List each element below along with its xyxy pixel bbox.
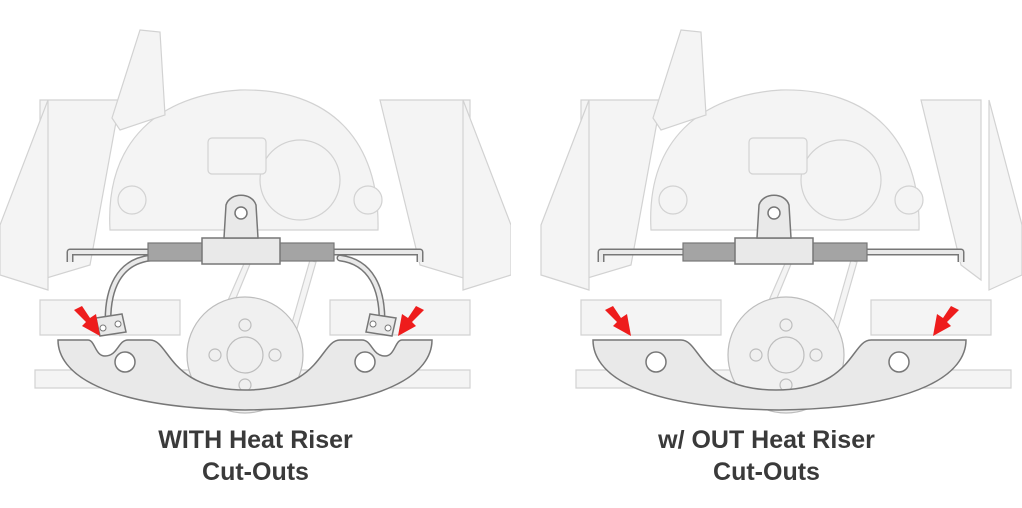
tin-hole-right (354, 351, 376, 373)
pulley-hole (208, 348, 222, 362)
engine-diagram-without-heat-riser (540, 29, 1022, 414)
tin-hole-left (114, 351, 136, 373)
panel-with-heat-riser: WITH Heat Riser Cut-Outs (0, 29, 511, 488)
caption-line-1: WITH Heat Riser (158, 426, 353, 454)
ghost-pulley-right (353, 185, 383, 215)
intake-band-right (277, 242, 335, 262)
panel-without-heat-riser: w/ OUT Heat Riser Cut-Outs (511, 0, 1022, 508)
engine-diagram-with-heat-riser (0, 29, 511, 414)
tin-plate (57, 339, 433, 411)
pulley (186, 296, 304, 414)
caption-without-heat-riser: w/ OUT Heat Riser Cut-Outs (511, 424, 1022, 488)
intake-center-block (734, 237, 814, 265)
ghost-belt-right (289, 259, 317, 333)
pulley-hole (268, 348, 282, 362)
red-arrow-icon (74, 306, 100, 336)
caption-line-1: w/ OUT Heat Riser (658, 426, 875, 454)
caption-with-heat-riser: WITH Heat Riser Cut-Outs (0, 424, 511, 488)
red-arrow-icon (398, 306, 424, 336)
ghost-alternator (259, 139, 341, 221)
tin-plate (592, 339, 967, 411)
caption-line-2: Cut-Outs (202, 458, 309, 486)
heat-riser-flange-left (95, 313, 127, 337)
ghost-oil-cooler (652, 29, 707, 131)
intake-band-right (810, 242, 868, 262)
intake-center-block (201, 237, 281, 265)
tin-hole-right (888, 351, 910, 373)
intake-manifold (66, 194, 424, 265)
pulley-hole (238, 318, 252, 332)
caption-line-2: Cut-Outs (713, 458, 820, 486)
crank-pulley-hub (226, 336, 264, 374)
ghost-cylinder-right (329, 299, 471, 336)
ghost-fin-left (0, 99, 49, 291)
ghost-carburetor (207, 137, 267, 175)
intake-manifold (597, 194, 965, 265)
ghost-oil-cooler (111, 29, 166, 131)
ghost-fin-right (462, 99, 511, 291)
ghost-pulley-left (117, 185, 147, 215)
intake-band-left (682, 242, 740, 262)
ghost-engine-background (0, 29, 511, 389)
heat-riser-pipe-inner (106, 256, 384, 322)
tin-hole-left (645, 351, 667, 373)
intake-band-left (147, 242, 205, 262)
red-arrow-icon (605, 306, 631, 336)
red-arrow-icon (933, 306, 959, 336)
